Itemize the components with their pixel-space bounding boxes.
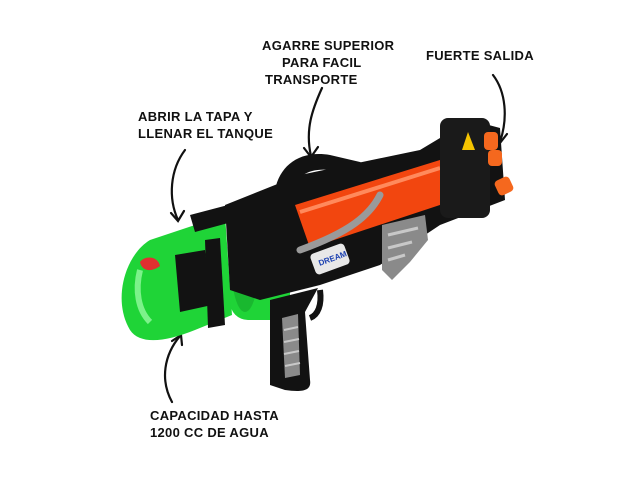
- top-handle-line-2: PARA FACIL: [282, 55, 362, 70]
- arrow-output: [491, 73, 506, 144]
- pressure-hose: [296, 191, 384, 254]
- tank-cap-annotation: ABRIR LA TAPA Y LLENAR EL TANQUE: [138, 108, 273, 142]
- output-line-1: FUERTE SALIDA: [426, 48, 534, 63]
- annotation-arrows: [164, 73, 509, 404]
- arrow-capacity: [164, 334, 182, 404]
- gun-body: [225, 118, 505, 300]
- arrow-tank-cap-head: [169, 209, 186, 223]
- arrow-top-handle: [307, 86, 324, 158]
- capacity-line-2: 1200 CC DE AGUA: [150, 425, 269, 440]
- pump-grip: [382, 215, 428, 280]
- output-annotation: FUERTE SALIDA: [426, 47, 534, 64]
- top-handle-annotation: AGARRE SUPERIOR PARA FACIL TRANSPORTE: [262, 37, 394, 88]
- top-handle-line-1: AGARRE SUPERIOR: [262, 38, 395, 53]
- capacity-line-1: CAPACIDAD HASTA: [150, 408, 279, 423]
- arrow-tank-cap: [170, 148, 187, 222]
- capacity-annotation: CAPACIDAD HASTA 1200 CC DE AGUA: [150, 407, 279, 441]
- nozzles: [484, 132, 514, 196]
- pistol-grip: [270, 288, 324, 391]
- tank-cap-line-1: ABRIR LA TAPA Y: [138, 109, 253, 124]
- tank-cap-line-2: LLENAR EL TANQUE: [138, 126, 274, 141]
- top-handle-line-3: TRANSPORTE: [265, 72, 358, 87]
- logo-plate: DREAM: [310, 243, 350, 275]
